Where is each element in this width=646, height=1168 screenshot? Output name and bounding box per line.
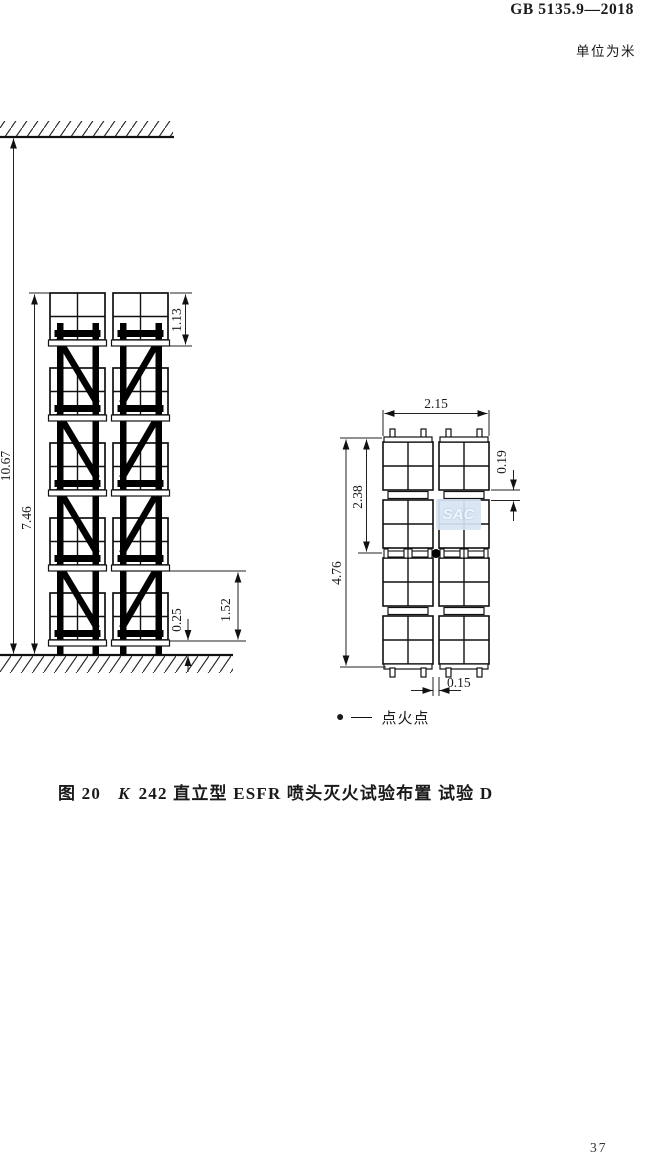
dim-label-rack-top-to-floor: 7.46 xyxy=(19,506,34,530)
dim-transverse-flue: 0.19 xyxy=(491,450,520,521)
dim-label-tier-height: 1.52 xyxy=(218,598,233,622)
figure-caption-k-factor: K xyxy=(118,784,131,803)
figure-caption-title: 242 直立型 ESFR 喷头灭火试验布置 试验 D xyxy=(138,784,494,803)
dim-label-bottom-clearance: 0.25 xyxy=(169,608,184,632)
dim-label-rack-width: 2.15 xyxy=(424,396,448,411)
rack-braces xyxy=(55,336,163,630)
dim-half-length: 2.38 xyxy=(350,439,382,554)
dim-label-top-tier: 1.13 xyxy=(169,308,184,332)
dim-rack-width: 2.15 xyxy=(382,396,490,436)
dim-label-rack-length: 4.76 xyxy=(329,561,344,585)
elevation-view: 10.67 7.46 1.13 1.52 xyxy=(0,121,246,673)
figure-caption: 图 20 K 242 直立型 ESFR 喷头灭火试验布置 试验 D xyxy=(58,779,493,804)
figure-caption-number: 图 20 xyxy=(58,784,102,803)
floor-hatch xyxy=(0,656,233,673)
ceiling xyxy=(0,121,174,139)
legend-label: 点火点 xyxy=(381,711,430,727)
dim-longitudinal-flue: 0.15 xyxy=(411,675,471,696)
floor xyxy=(0,653,233,673)
dim-label-longitudinal-flue: 0.15 xyxy=(447,675,471,690)
standard-number: GB 5135.9—2018 xyxy=(510,1,634,18)
dim-label-half-length: 2.38 xyxy=(350,485,365,509)
dim-label-transverse-flue: 0.19 xyxy=(494,450,509,474)
dim-rack-length: 4.76 xyxy=(329,437,386,668)
dim-ceiling-to-floor: 10.67 xyxy=(0,138,17,654)
plan-view: 2.15 2.38 4.76 0.19 xyxy=(329,396,520,696)
ignition-point-dot xyxy=(431,549,441,558)
unit-note: 单位为米 xyxy=(576,44,636,59)
figure-drawing: 10.67 7.46 1.13 1.52 xyxy=(0,121,520,696)
ignition-dot-icon: ● xyxy=(336,709,346,725)
ceiling-hatch xyxy=(0,121,173,137)
dim-rack-top-to-floor: 7.46 xyxy=(19,292,50,654)
dim-label-ceiling-to-floor: 10.67 xyxy=(0,451,13,482)
ignition-point-legend: ● 点火点 xyxy=(336,707,429,728)
dim-tier-height: 1.52 xyxy=(170,570,246,642)
legend-line xyxy=(351,717,373,718)
page-number: 37 xyxy=(590,1140,608,1155)
dim-bottom-clearance: 0.25 xyxy=(169,608,192,672)
dim-top-tier: 1.13 xyxy=(169,292,192,347)
